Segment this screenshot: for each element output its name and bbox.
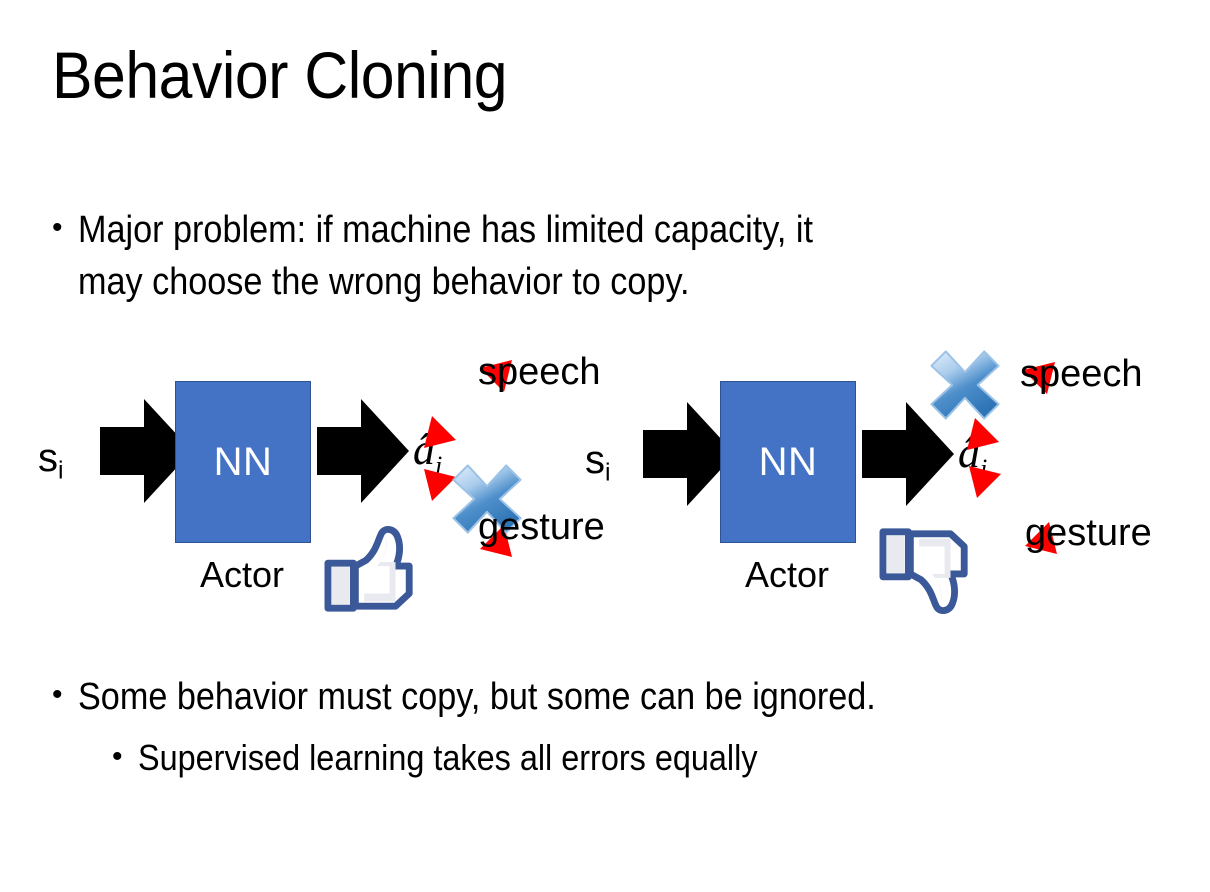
bullet-text: Some behavior must copy, but some can be… [78,676,876,718]
gesture-double-arrow-icon-left [424,469,512,557]
input-state-label-left: si [38,436,64,485]
input-state-label-right: si [585,438,611,487]
cross-out-icon-speech-right [930,350,1000,420]
diagram-left: si NN Actor âi speech [20,330,620,630]
branch-label-speech-left: speech [478,351,601,393]
a-hat-subscript: i [435,450,443,481]
a-hat-subscript: i [980,453,988,484]
nn-box-label: NN [758,439,818,484]
bullet-supervised-learning: • Supervised learning takes all errors e… [112,734,1182,783]
speech-double-arrow-icon-left [424,360,512,448]
bullet-some-behavior: • Some behavior must copy, but some can … [52,672,1172,724]
branch-label-speech-right: speech [1020,353,1143,395]
output-arrow-icon-left [317,399,409,503]
actor-caption-left: Actor [199,554,285,595]
nn-box-label: NN [213,439,273,484]
bullet-marker: • [52,211,63,244]
bullet-marker: • [52,678,63,711]
diagram-right: si NN Actor âi [565,330,1205,630]
branch-label-gesture-left: gesture [478,506,605,548]
output-arrow-icon-right [862,402,954,506]
cross-out-icon-gesture-left [452,464,522,534]
bullet-text: Supervised learning takes all errors equ… [138,737,758,778]
speech-double-arrow-icon-right [967,362,1055,450]
nn-box-right: NN [720,381,856,543]
nn-box-left: NN [175,381,311,543]
bullet-major-problem: • Major problem: if machine has limited … [52,205,1122,308]
thumbs-up-icon-left [324,525,413,612]
page-title: Behavior Cloning [52,38,508,112]
bullet-marker: • [112,740,123,773]
bullet-text: Major problem: if machine has limited ca… [78,209,813,303]
branch-label-gesture-right: gesture [1025,512,1152,554]
actor-caption-right: Actor [744,554,830,595]
input-arrow-icon-right [643,402,735,506]
thumbs-down-icon-right [879,528,968,615]
gesture-double-arrow-icon-right [969,466,1057,554]
input-arrow-icon-left [100,399,192,503]
